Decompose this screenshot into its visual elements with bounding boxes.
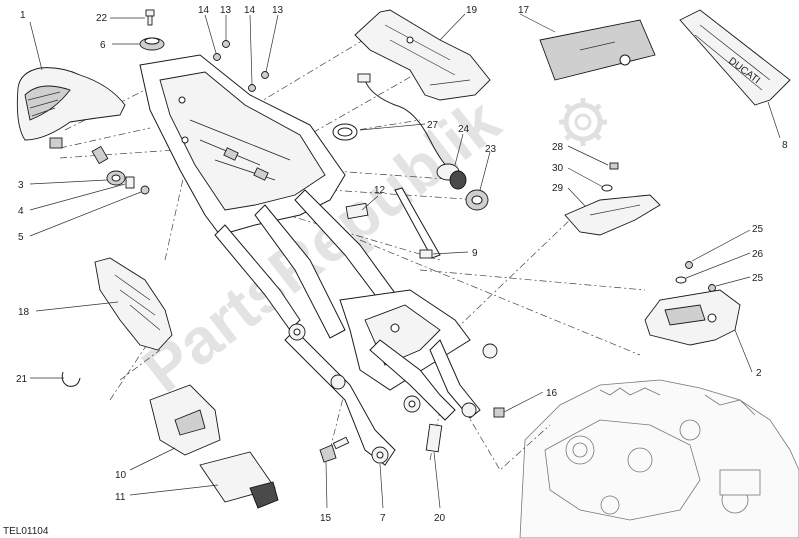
grommet-6: [139, 37, 165, 51]
callout-21: 21: [16, 374, 28, 385]
clamp-27: [332, 123, 358, 141]
plug-22: [145, 9, 155, 26]
callout-28: 28: [552, 142, 564, 153]
watermark-gear-icon: [559, 98, 607, 146]
bushing-4: [125, 176, 135, 189]
callout-10: 10: [115, 470, 127, 481]
callout-5: 5: [18, 232, 24, 243]
clip-16: [493, 407, 505, 418]
callout-17: 17: [518, 5, 530, 16]
callout-14b: 14: [244, 5, 256, 16]
leader-lines: [29, 13, 781, 509]
callout-11: 11: [115, 492, 126, 503]
fastener-14a: [213, 53, 221, 61]
socket-24: [357, 73, 467, 190]
strap-9: [394, 187, 441, 259]
callout-2: 2: [756, 368, 762, 379]
fastener-14b: [248, 84, 256, 92]
fastener-13b: [261, 71, 269, 79]
screw-28: [609, 162, 619, 170]
callout-29: 29: [552, 183, 564, 194]
diagram-code: TEL01104: [3, 526, 49, 537]
grab-rail-cover-8: DUCATI: [679, 9, 791, 106]
callout-24: 24: [458, 124, 470, 135]
callout-18: 18: [18, 307, 30, 318]
callout-19: 19: [466, 5, 478, 16]
callout-14a: 14: [198, 5, 210, 16]
callout-27: 27: [427, 120, 439, 131]
callout-23: 23: [485, 144, 497, 155]
callout-15: 15: [320, 513, 332, 524]
callout-1: 1: [20, 10, 26, 21]
rear-subframe: [139, 54, 498, 466]
screw-5: [140, 185, 150, 195]
pouch-10: [149, 384, 221, 456]
bolt-15: [319, 436, 350, 463]
control-unit-2: [644, 289, 741, 346]
callout-22: 22: [96, 13, 108, 24]
callout-26: 26: [752, 249, 764, 260]
callout-4: 4: [18, 206, 24, 217]
cap-23: [465, 189, 489, 211]
tail-light-screw: [91, 145, 109, 165]
screw-25b: [708, 284, 716, 292]
callout-3: 3: [18, 180, 24, 191]
fastener-13a: [222, 40, 230, 48]
screw-25a: [685, 261, 693, 269]
callout-6: 6: [100, 40, 106, 51]
tail-light: [16, 67, 126, 149]
callout-labels: 1 22 6 14 13 14 13 19 17 8 27 24 23 28 3…: [16, 5, 788, 524]
callout-25a: 25: [752, 224, 764, 235]
callout-8: 8: [782, 140, 788, 151]
callout-30: 30: [552, 163, 564, 174]
seat-tray-19: [354, 9, 491, 101]
washer-26: [675, 276, 687, 284]
strip-20: [425, 423, 443, 453]
grommet-3: [106, 170, 126, 186]
callout-7: 7: [380, 513, 386, 524]
callout-13b: 13: [272, 5, 284, 16]
callout-12: 12: [374, 185, 386, 196]
label-12: [345, 202, 369, 220]
callout-20: 20: [434, 513, 446, 524]
document-pack-17: [539, 19, 656, 81]
callout-25b: 25: [752, 273, 764, 284]
washer-30: [601, 184, 613, 192]
callout-9: 9: [472, 248, 478, 259]
side-cover-18: [94, 257, 173, 351]
callout-13a: 13: [220, 5, 232, 16]
engine-block: [519, 379, 799, 538]
cover-29: [564, 194, 661, 236]
cover-11: [199, 451, 279, 509]
clip-21: [61, 371, 81, 387]
callout-16: 16: [546, 388, 558, 399]
